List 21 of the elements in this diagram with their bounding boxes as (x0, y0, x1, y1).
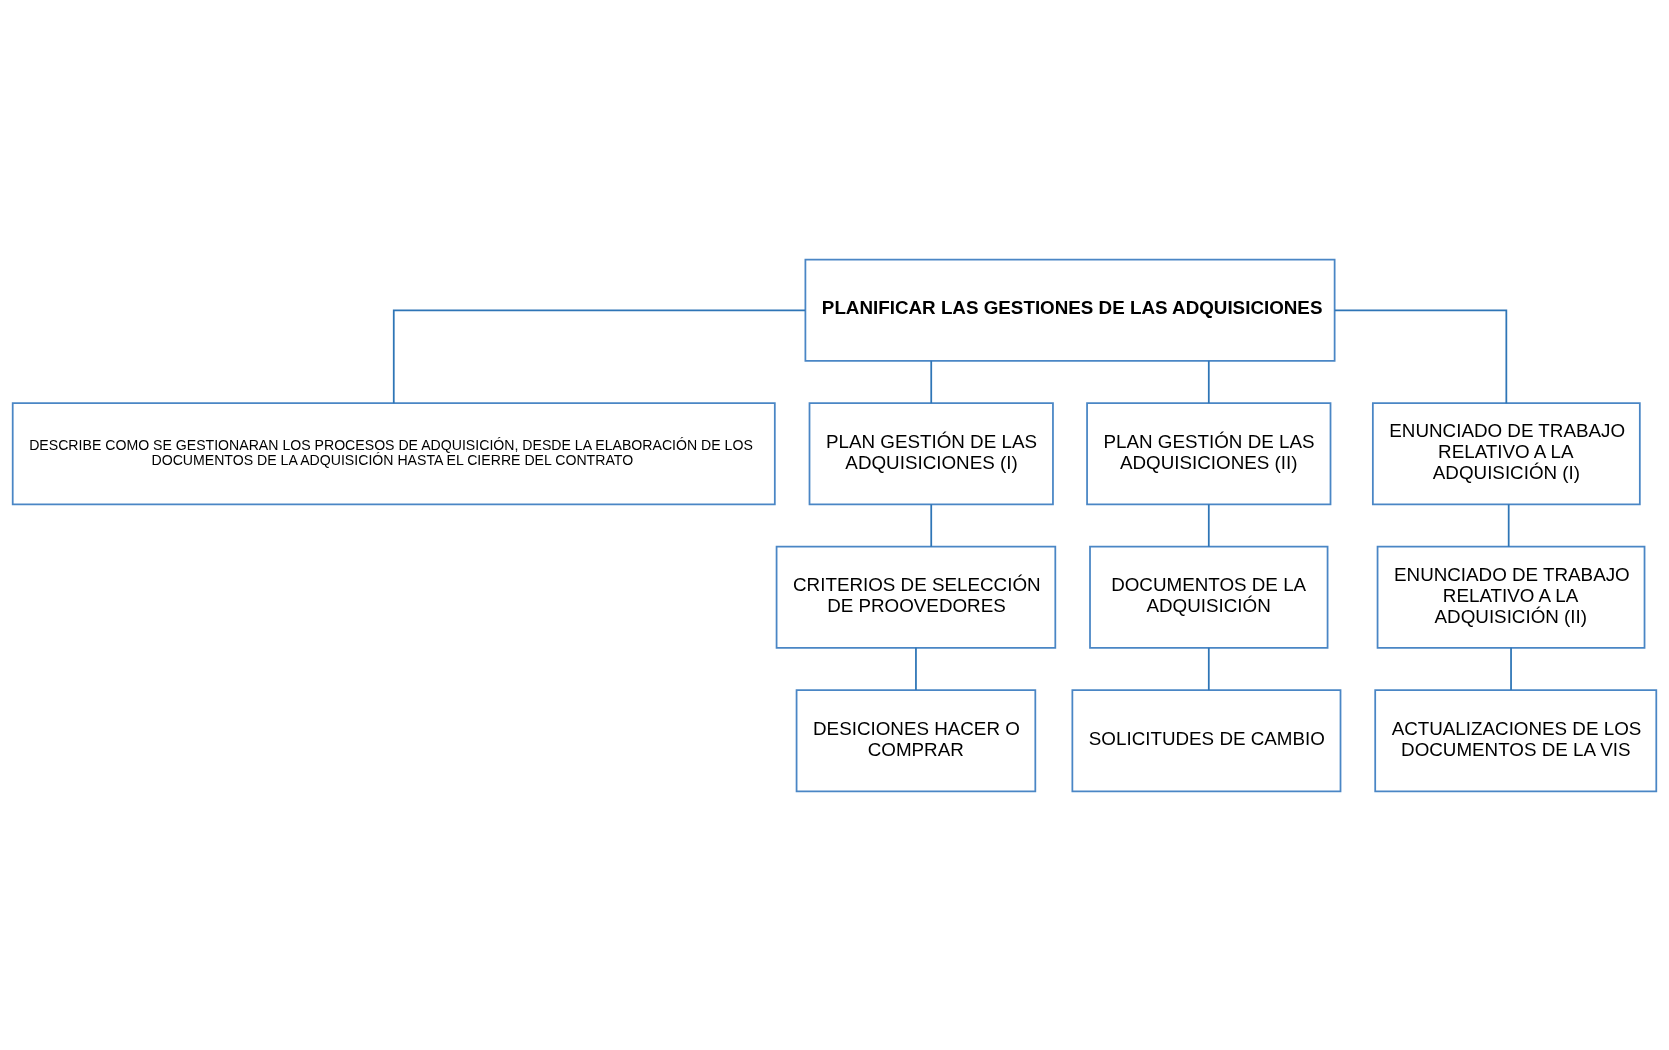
connector (1507, 502, 1510, 547)
node-box: PLANIFICAR LAS GESTIONES DE LAS ADQUISICIONES (804, 258, 1336, 362)
connector (1207, 646, 1210, 691)
node-box: CRITERIOS DE SELECCIÓN DE PROOVEDORES (775, 545, 1057, 649)
connector (1207, 502, 1210, 547)
connector (915, 646, 917, 691)
node-box: DOCUMENTOS DE LA ADQUISICIÓN (1089, 545, 1329, 649)
node-box: ENUNCIADO DE TRABAJO RELATIVO A LA ADQUISICIÓN (I) (1371, 401, 1641, 505)
node-box: DESCRIBE COMO SE GESTIONARAN LOS PROCESOS DE ADQUISICIÓN, DESDE LA ELABORACIÓN DE LOS DOCUMENTOS DE LA ADQUISICIÓN HASTA EL CIERRE DEL CONTRATO (11, 401, 776, 505)
node-box: SOLICITUDES DE CAMBIO (1071, 688, 1342, 792)
node-box: ACTUALIZACIONES DE LOS DOCUMENTOS DE LA VIS (1374, 688, 1658, 792)
connector (1333, 308, 1508, 404)
node-box: PLAN GESTIÓN DE LAS ADQUISICIONES (I) (808, 401, 1054, 505)
node-box: ENUNCIADO DE TRABAJO RELATIVO A LA ADQUISICIÓN (II) (1376, 545, 1646, 649)
connector (392, 308, 807, 404)
connector (930, 359, 933, 404)
connector (1207, 359, 1210, 404)
connector (930, 502, 933, 547)
node-box: PLAN GESTIÓN DE LAS ADQUISICIONES (II) (1086, 401, 1332, 505)
node-box: DESICIONES HACER O COMPRAR (795, 688, 1037, 792)
connector (1510, 646, 1512, 691)
